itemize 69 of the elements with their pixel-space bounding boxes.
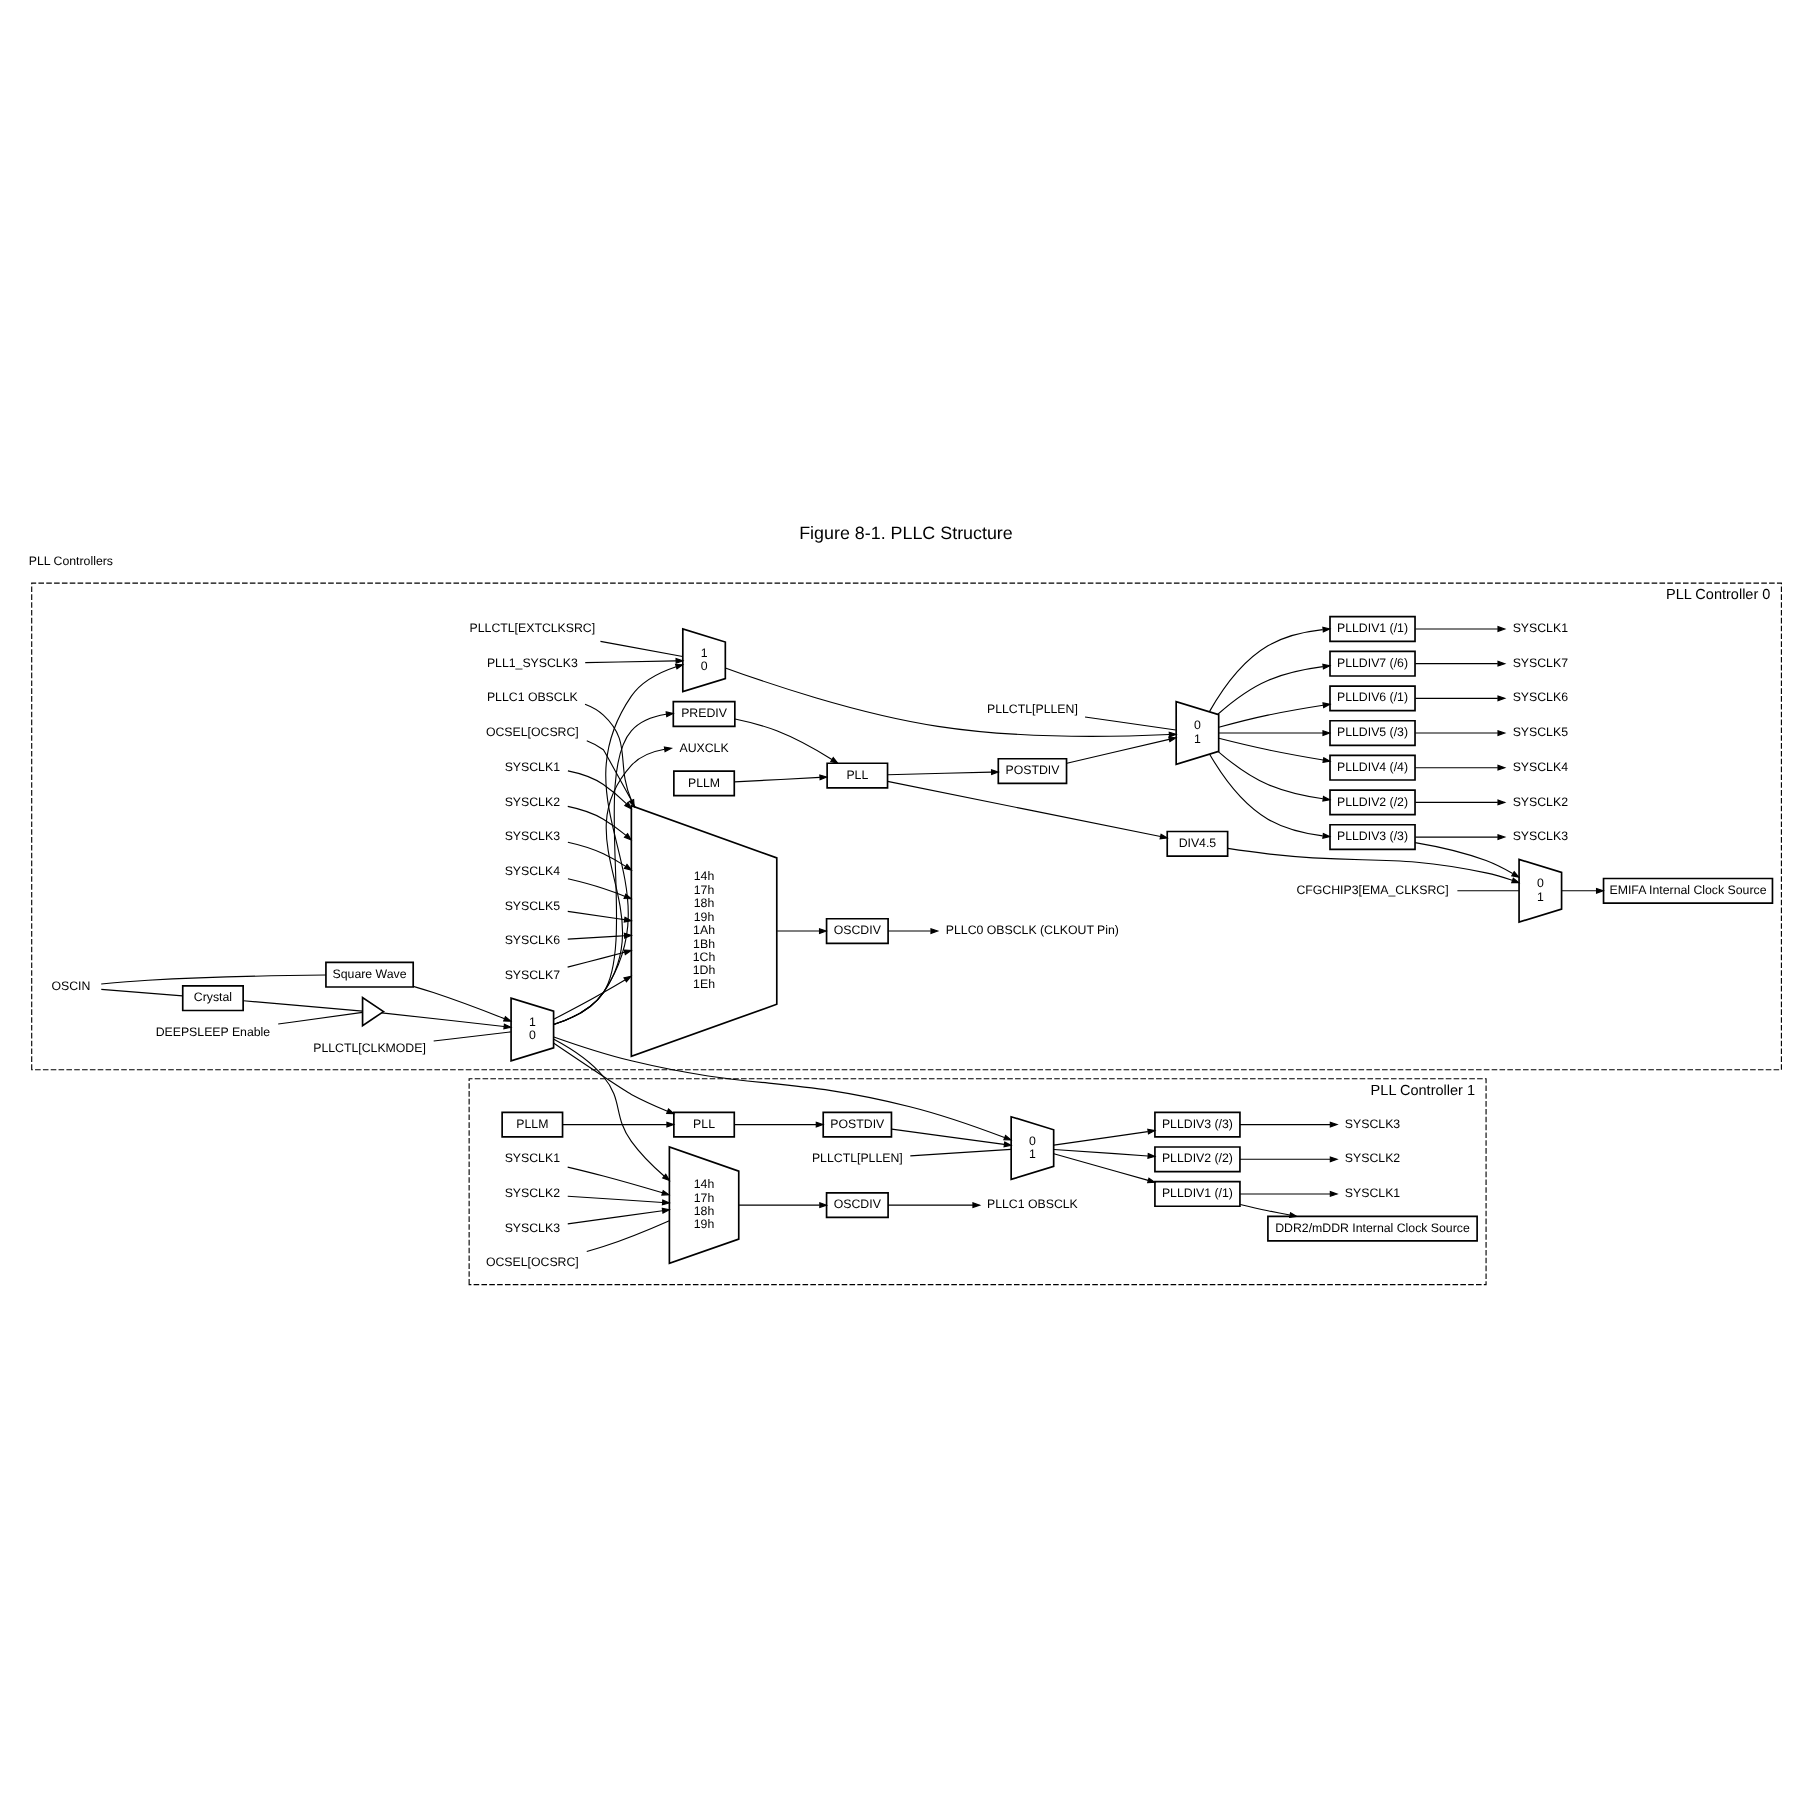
arrow bbox=[567, 1166, 671, 1196]
connector bbox=[586, 1220, 670, 1252]
arrow bbox=[887, 927, 940, 935]
arrow bbox=[553, 1036, 1013, 1141]
arrow bbox=[1053, 1148, 1157, 1160]
connector bbox=[1084, 716, 1177, 731]
arrow bbox=[1414, 625, 1507, 633]
arrow bbox=[584, 703, 635, 809]
arrow bbox=[1239, 1156, 1339, 1163]
connector bbox=[599, 640, 684, 658]
arrow bbox=[1414, 729, 1507, 737]
arrow bbox=[887, 768, 1000, 776]
arrow bbox=[553, 663, 685, 1026]
arrow bbox=[567, 1207, 671, 1225]
arrow bbox=[1414, 764, 1507, 771]
arrow bbox=[567, 949, 633, 968]
arrow bbox=[738, 1202, 829, 1209]
arrow bbox=[381, 1012, 513, 1030]
arrow bbox=[1239, 1190, 1339, 1198]
arrow bbox=[567, 805, 633, 841]
connector bbox=[586, 740, 636, 808]
arrow bbox=[567, 878, 633, 900]
node-triangle bbox=[361, 996, 386, 1028]
arrow bbox=[887, 780, 1169, 840]
arrow bbox=[1218, 729, 1332, 737]
arrow bbox=[1053, 1153, 1157, 1184]
arrow bbox=[1217, 663, 1332, 715]
arrow bbox=[1561, 887, 1605, 894]
arrow bbox=[1414, 833, 1507, 841]
arrow bbox=[584, 657, 685, 664]
connector bbox=[100, 974, 327, 985]
arrow bbox=[724, 667, 1178, 738]
connector bbox=[433, 1031, 512, 1042]
arrow bbox=[562, 1121, 676, 1128]
arrow bbox=[776, 927, 828, 935]
arrow bbox=[1053, 1128, 1157, 1146]
arrow bbox=[1218, 737, 1332, 764]
arrow bbox=[1218, 702, 1332, 728]
arrow bbox=[1414, 660, 1507, 667]
arrow bbox=[734, 718, 840, 765]
connector bbox=[242, 1000, 364, 1012]
diagram-title: Figure 8-1. PLLC Structure bbox=[799, 523, 1013, 544]
arrow bbox=[553, 1038, 671, 1182]
arrow bbox=[733, 774, 829, 783]
arrow bbox=[567, 1195, 671, 1206]
arrow bbox=[567, 932, 633, 940]
arrow bbox=[891, 1128, 1013, 1148]
connector bbox=[277, 1011, 364, 1025]
arrow bbox=[1239, 1203, 1299, 1219]
arrow bbox=[1414, 842, 1521, 878]
arrow bbox=[1209, 753, 1332, 839]
arrow bbox=[1066, 736, 1178, 764]
connector bbox=[909, 1148, 1012, 1157]
arrow bbox=[1208, 626, 1332, 713]
arrow bbox=[553, 1042, 676, 1115]
arrow bbox=[1414, 695, 1507, 702]
arrow bbox=[1227, 847, 1521, 884]
arrow bbox=[1217, 751, 1332, 802]
arrow bbox=[887, 1202, 982, 1209]
arrow bbox=[567, 841, 633, 871]
arrow bbox=[733, 1121, 825, 1128]
arrow bbox=[567, 770, 633, 810]
connector bbox=[100, 988, 184, 997]
arrow bbox=[412, 985, 513, 1022]
arrow bbox=[1239, 1121, 1339, 1128]
arrow bbox=[553, 975, 633, 1020]
arrow bbox=[567, 910, 633, 923]
connector bbox=[1456, 890, 1520, 892]
arrow bbox=[1414, 799, 1507, 806]
